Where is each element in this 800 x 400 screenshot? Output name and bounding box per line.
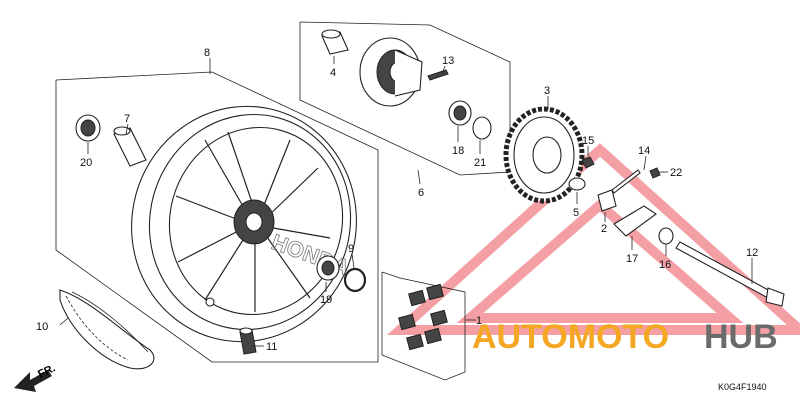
seal-21 xyxy=(472,116,492,140)
collar-7 xyxy=(113,126,147,167)
leader-lines xyxy=(59,56,753,347)
callout-18: 18 xyxy=(452,145,464,157)
callout-6: 6 xyxy=(418,187,424,199)
hub-flange xyxy=(359,37,423,107)
watermark-text-part1: AUTOMOTO xyxy=(472,318,669,356)
bearing-19 xyxy=(316,255,340,281)
callout-20: 20 xyxy=(80,157,92,169)
callout-labels: 8 7 20 19 9 10 11 4 13 18 21 6 3 15 5 2 … xyxy=(36,47,758,353)
collar-4 xyxy=(321,29,349,55)
callout-1: 1 xyxy=(476,315,482,327)
damper-group-outline xyxy=(381,271,466,381)
diagram-code: K0G4F1940 xyxy=(718,382,767,392)
callout-9: 9 xyxy=(348,243,354,255)
callout-5: 5 xyxy=(573,207,579,219)
callout-22: 22 xyxy=(670,167,682,179)
front-direction-label: FR. xyxy=(36,362,57,380)
callout-11: 11 xyxy=(266,341,277,353)
watermark-text-part2: HUB xyxy=(704,318,778,356)
callout-16: 16 xyxy=(659,259,671,271)
nut-22 xyxy=(649,167,661,179)
callout-7: 7 xyxy=(124,113,130,125)
callout-17: 17 xyxy=(626,253,638,265)
callout-3: 3 xyxy=(544,85,550,97)
bearing-18 xyxy=(448,100,472,126)
tire xyxy=(59,289,155,370)
callout-15: 15 xyxy=(582,135,594,147)
washer-16 xyxy=(658,227,674,245)
bolt-14 xyxy=(611,169,641,194)
nut-15 xyxy=(581,156,595,169)
watermark-triangles xyxy=(386,143,800,335)
wheel-rim xyxy=(131,105,357,343)
bearing-20 xyxy=(75,114,101,142)
wheel-group-outline xyxy=(55,71,379,363)
sprocket-3 xyxy=(503,106,585,204)
valve-11 xyxy=(239,327,257,355)
callout-12: 12 xyxy=(746,247,758,259)
adjuster-plate-17 xyxy=(613,205,657,237)
dampers-1 xyxy=(398,283,448,351)
callout-2: 2 xyxy=(601,223,607,235)
callout-10: 10 xyxy=(36,321,48,333)
o-ring-9 xyxy=(343,267,367,293)
callout-19: 19 xyxy=(320,294,332,306)
collar-2 xyxy=(597,189,617,212)
callout-4: 4 xyxy=(330,67,336,79)
callout-8: 8 xyxy=(204,47,210,59)
callout-14: 14 xyxy=(638,145,650,157)
stud-13 xyxy=(427,69,449,81)
front-direction-arrow xyxy=(14,370,52,392)
collar-5 xyxy=(568,177,586,191)
callout-13: 13 xyxy=(442,55,454,67)
callout-21: 21 xyxy=(474,157,486,169)
axle-12 xyxy=(675,241,785,307)
